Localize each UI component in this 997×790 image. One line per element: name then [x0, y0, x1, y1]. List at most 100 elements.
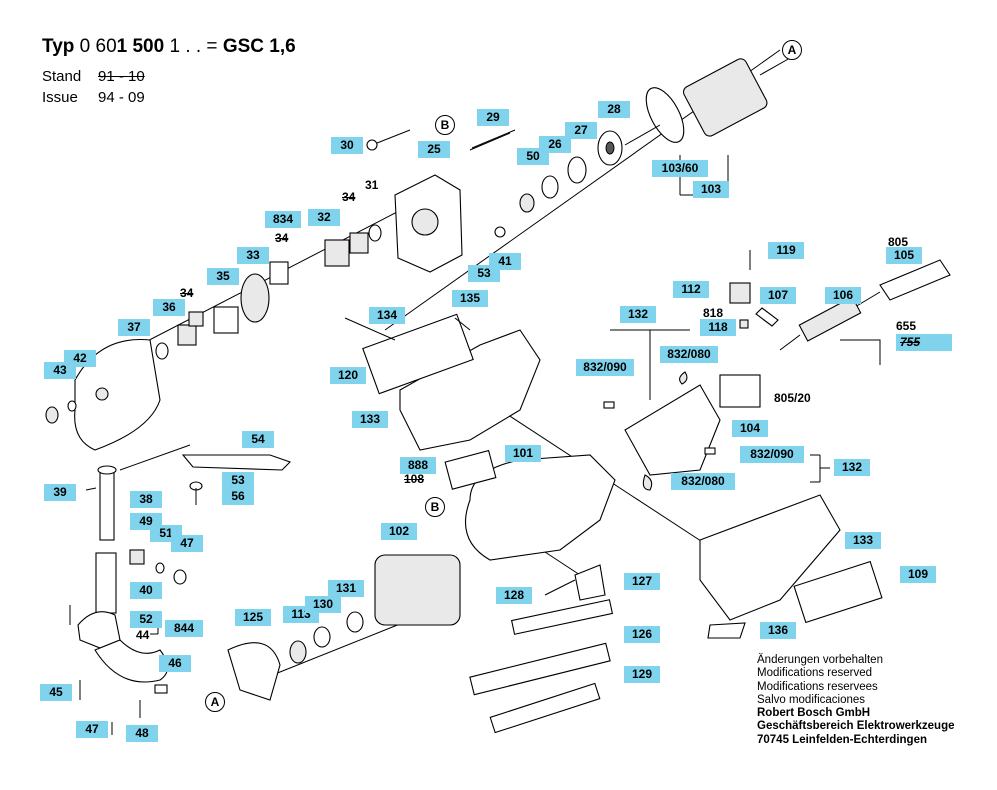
- screws: [344, 129, 516, 341]
- part-label: 35: [207, 268, 239, 285]
- part-label: 655: [896, 319, 917, 333]
- part-label: 30: [331, 137, 363, 154]
- issue-value: 94 - 09: [98, 89, 145, 106]
- part-label: 45: [40, 684, 72, 701]
- part-label: 108: [404, 472, 425, 486]
- part-label: 52: [130, 611, 162, 628]
- part-label: 755: [896, 334, 952, 351]
- part-label: 40: [130, 582, 162, 599]
- part-label: 54: [242, 431, 274, 448]
- part-label: 106: [825, 287, 861, 304]
- part-label: 832/080: [671, 473, 735, 490]
- part-label: 132: [620, 306, 656, 323]
- part-label: 44: [136, 628, 150, 642]
- part-label: 102: [381, 523, 417, 540]
- typ-number-b: 1 500: [116, 36, 165, 57]
- part-label: 888: [400, 457, 436, 474]
- part-label: 132: [834, 459, 870, 476]
- note-line: Änderungen vorbehalten: [757, 654, 883, 666]
- part-label: 844: [165, 620, 203, 637]
- handle-housing: [362, 313, 883, 639]
- gear-train: [155, 224, 382, 360]
- power-cord: [779, 259, 951, 365]
- part-label: 130: [305, 596, 341, 613]
- part-label: 136: [760, 622, 796, 639]
- part-label: 47: [76, 721, 108, 738]
- part-label: 39: [44, 484, 76, 501]
- company-division: Geschäftsbereich Elektrowerkzeuge: [757, 720, 955, 733]
- part-label: 109: [900, 566, 936, 583]
- part-label: 34: [180, 286, 194, 300]
- bearings: [469, 130, 623, 213]
- part-label: 50: [517, 148, 549, 165]
- part-label: 118: [700, 319, 736, 336]
- part-label: 805/20: [774, 391, 811, 405]
- notes-block: Änderungen vorbehalten Modifications res…: [757, 654, 955, 747]
- part-label: 27: [565, 122, 597, 139]
- part-label: 31: [365, 178, 379, 192]
- slide-plates: [469, 564, 614, 734]
- part-label: 133: [352, 411, 388, 428]
- part-label: 127: [624, 573, 660, 590]
- typ-label: Typ: [42, 36, 75, 57]
- part-label: 33: [237, 247, 269, 264]
- note-line: Modifications reservees: [757, 680, 878, 693]
- part-label: 832/080: [660, 346, 718, 363]
- part-label: 104: [732, 420, 768, 437]
- part-label: 128: [496, 587, 532, 604]
- part-label: 107: [760, 287, 796, 304]
- gear-cover: [45, 338, 161, 451]
- part-label: 129: [624, 666, 660, 683]
- part-label: 47: [171, 535, 203, 552]
- part-label: 818: [703, 306, 724, 320]
- armature: [624, 57, 791, 146]
- part-label: 101: [505, 445, 541, 462]
- ref-marker-a: A: [782, 40, 802, 60]
- part-label: 43: [44, 362, 76, 379]
- type-title: Typ 0 601 500 1 . . = GSC 1,6: [42, 36, 296, 58]
- part-label: 34: [275, 231, 289, 245]
- model-name: GSC 1,6: [222, 36, 296, 57]
- part-label: 36: [153, 299, 185, 316]
- note-line: Modifications reserved: [757, 667, 873, 680]
- part-label: 832/090: [576, 359, 634, 376]
- stand-label: Stand: [42, 68, 82, 85]
- part-label: 105: [886, 247, 922, 264]
- part-label: 29: [477, 109, 509, 126]
- note-line: Salvo modificaciones: [757, 693, 866, 706]
- plunger-assembly: [69, 454, 292, 735]
- part-label: 120: [330, 367, 366, 384]
- part-label: 103: [693, 181, 729, 198]
- typ-suffix: 1 . . =: [169, 36, 218, 57]
- part-label: 46: [159, 655, 191, 672]
- part-label: 48: [126, 725, 158, 742]
- ref-marker-b: B: [425, 497, 445, 517]
- gear-housing: [394, 174, 463, 273]
- part-label: 134: [369, 307, 405, 324]
- part-label: 834: [265, 211, 301, 228]
- motor-housing: [444, 449, 616, 576]
- part-label: 133: [845, 532, 881, 549]
- field-coil: [227, 554, 461, 701]
- ref-marker-b: B: [435, 115, 455, 135]
- company-address: 70745 Leinfelden-Echterdingen: [757, 733, 927, 746]
- part-label: 37: [118, 319, 150, 336]
- part-label: 56: [222, 488, 254, 505]
- part-label: 135: [452, 290, 488, 307]
- part-label: 131: [328, 580, 364, 597]
- part-label: 32: [308, 209, 340, 226]
- part-label: 832/090: [740, 446, 804, 463]
- company-name: Robert Bosch GmbH: [757, 707, 871, 720]
- part-label: 41: [489, 253, 521, 270]
- part-label: 126: [624, 626, 660, 643]
- part-label: 28: [598, 101, 630, 118]
- part-label: 53: [222, 472, 254, 489]
- part-label: 112: [673, 281, 709, 298]
- switch-assembly: [603, 250, 779, 491]
- part-label: 38: [130, 491, 162, 508]
- part-label: 119: [768, 242, 804, 259]
- part-label: 805: [888, 235, 909, 249]
